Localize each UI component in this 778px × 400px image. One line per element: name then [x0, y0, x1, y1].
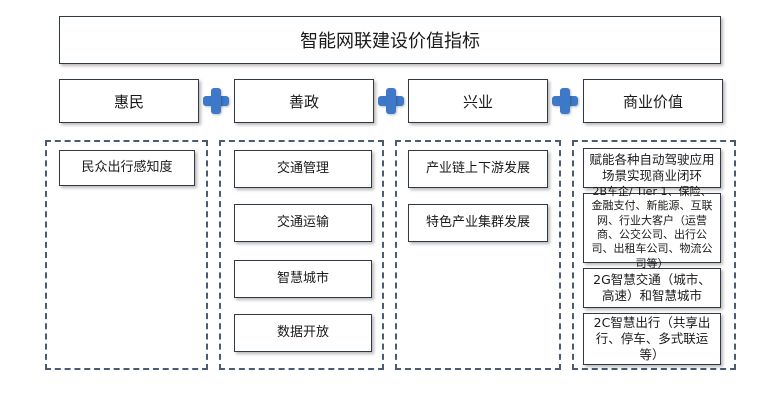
business-item: 赋能各种自动驾驶应用场景实现商业闭环 [583, 148, 721, 188]
header-huimin: 惠民 [59, 79, 199, 123]
column-xingye [395, 140, 561, 370]
business-item: 2C智慧出行（共享出行、停车、多式联运等） [583, 313, 721, 365]
plus-connector-icon [378, 88, 404, 114]
shanzheng-item: 交通管理 [234, 150, 372, 188]
header-shanzheng-label: 善政 [288, 92, 319, 111]
shanzheng-item: 智慧城市 [234, 260, 372, 298]
business-item: 2B车企/ Tier 1、保险、金融支付、新能源、互联网、行业大客户（运营商、公… [583, 185, 721, 270]
header-huimin-label: 惠民 [113, 92, 144, 111]
column-shanzheng [219, 140, 384, 370]
header-xingye: 兴业 [408, 79, 548, 123]
shanzheng-item: 数据开放 [234, 314, 372, 352]
plus-connector-icon [552, 88, 578, 114]
xingye-item: 产业链上下游发展 [408, 150, 548, 188]
column-huimin [45, 140, 208, 370]
column-business-value [572, 140, 736, 370]
header-shanzheng: 善政 [234, 79, 374, 123]
huimin-item: 民众出行感知度 [59, 150, 195, 186]
shanzheng-item: 交通运输 [234, 204, 372, 242]
header-xingye-label: 兴业 [462, 92, 493, 111]
business-item: 2G智慧交通（城市、高速）和智慧城市 [583, 268, 721, 308]
header-business-value-label: 商业价值 [622, 92, 683, 111]
plus-connector-icon [203, 88, 229, 114]
xingye-item: 特色产业集群发展 [408, 204, 548, 242]
diagram-title: 智能网联建设价值指标 [59, 16, 721, 64]
header-business-value: 商业价值 [583, 79, 723, 123]
diagram-title-text: 智能网联建设价值指标 [300, 31, 480, 52]
